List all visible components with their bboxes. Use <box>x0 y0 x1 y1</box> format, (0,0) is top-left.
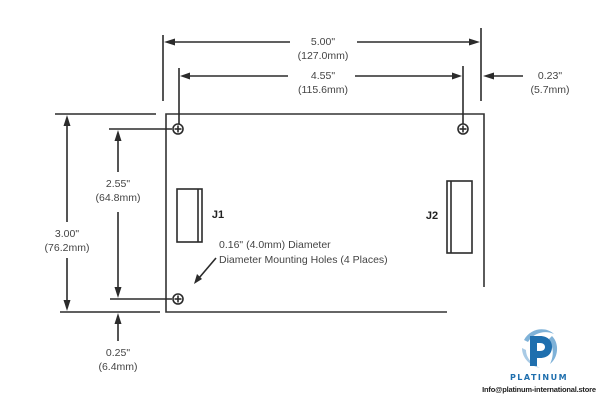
connector-j1-label: J1 <box>212 209 224 221</box>
dimension-hole-spacing-width <box>178 66 464 124</box>
hole-spacing-height-inches: 2.55" <box>106 178 130 190</box>
dimension-bottom-offset <box>114 313 122 341</box>
right-offset-inches: 0.23" <box>538 70 562 82</box>
platinum-email: Info@platinum-international.store <box>482 385 596 394</box>
overall-width-inches: 5.00" <box>311 36 335 48</box>
dimension-overall-height <box>55 113 160 313</box>
bottom-offset-mm: (6.4mm) <box>98 361 137 373</box>
mounting-hole-note-line2: Diameter Mounting Holes (4 Places) <box>219 254 388 266</box>
hole-spacing-width-inches: 4.55" <box>311 70 335 82</box>
mounting-hole-top-left-icon <box>172 123 184 135</box>
platinum-p-logo-icon <box>522 329 558 368</box>
hole-spacing-height-mm: (64.8mm) <box>96 192 141 204</box>
platinum-watermark: PLATINUM Info@platinum-international.sto… <box>478 326 600 400</box>
mounting-hole-bottom-left-icon <box>172 293 184 305</box>
mounting-hole-top-right-icon <box>457 123 469 135</box>
platinum-brand-name: PLATINUM <box>509 373 569 382</box>
mounting-hole-leader-arrow <box>194 257 217 284</box>
mounting-hole-note-line1: 0.16" (4.0mm) Diameter <box>219 239 331 251</box>
overall-width-mm: (127.0mm) <box>298 50 349 62</box>
dimension-overall-width <box>162 28 482 101</box>
overall-height-inches: 3.00" <box>55 228 79 240</box>
bottom-offset-inches: 0.25" <box>106 347 130 359</box>
dimension-hole-spacing-height <box>109 128 172 300</box>
board-outline <box>165 113 485 313</box>
right-offset-mm: (5.7mm) <box>530 84 569 96</box>
hole-spacing-width-mm: (115.6mm) <box>298 84 348 96</box>
connector-j2 <box>446 180 473 254</box>
connector-j2-label: J2 <box>426 210 438 222</box>
overall-height-mm: (76.2mm) <box>45 242 90 254</box>
connector-j1 <box>176 188 203 243</box>
dimension-right-offset <box>483 72 523 80</box>
